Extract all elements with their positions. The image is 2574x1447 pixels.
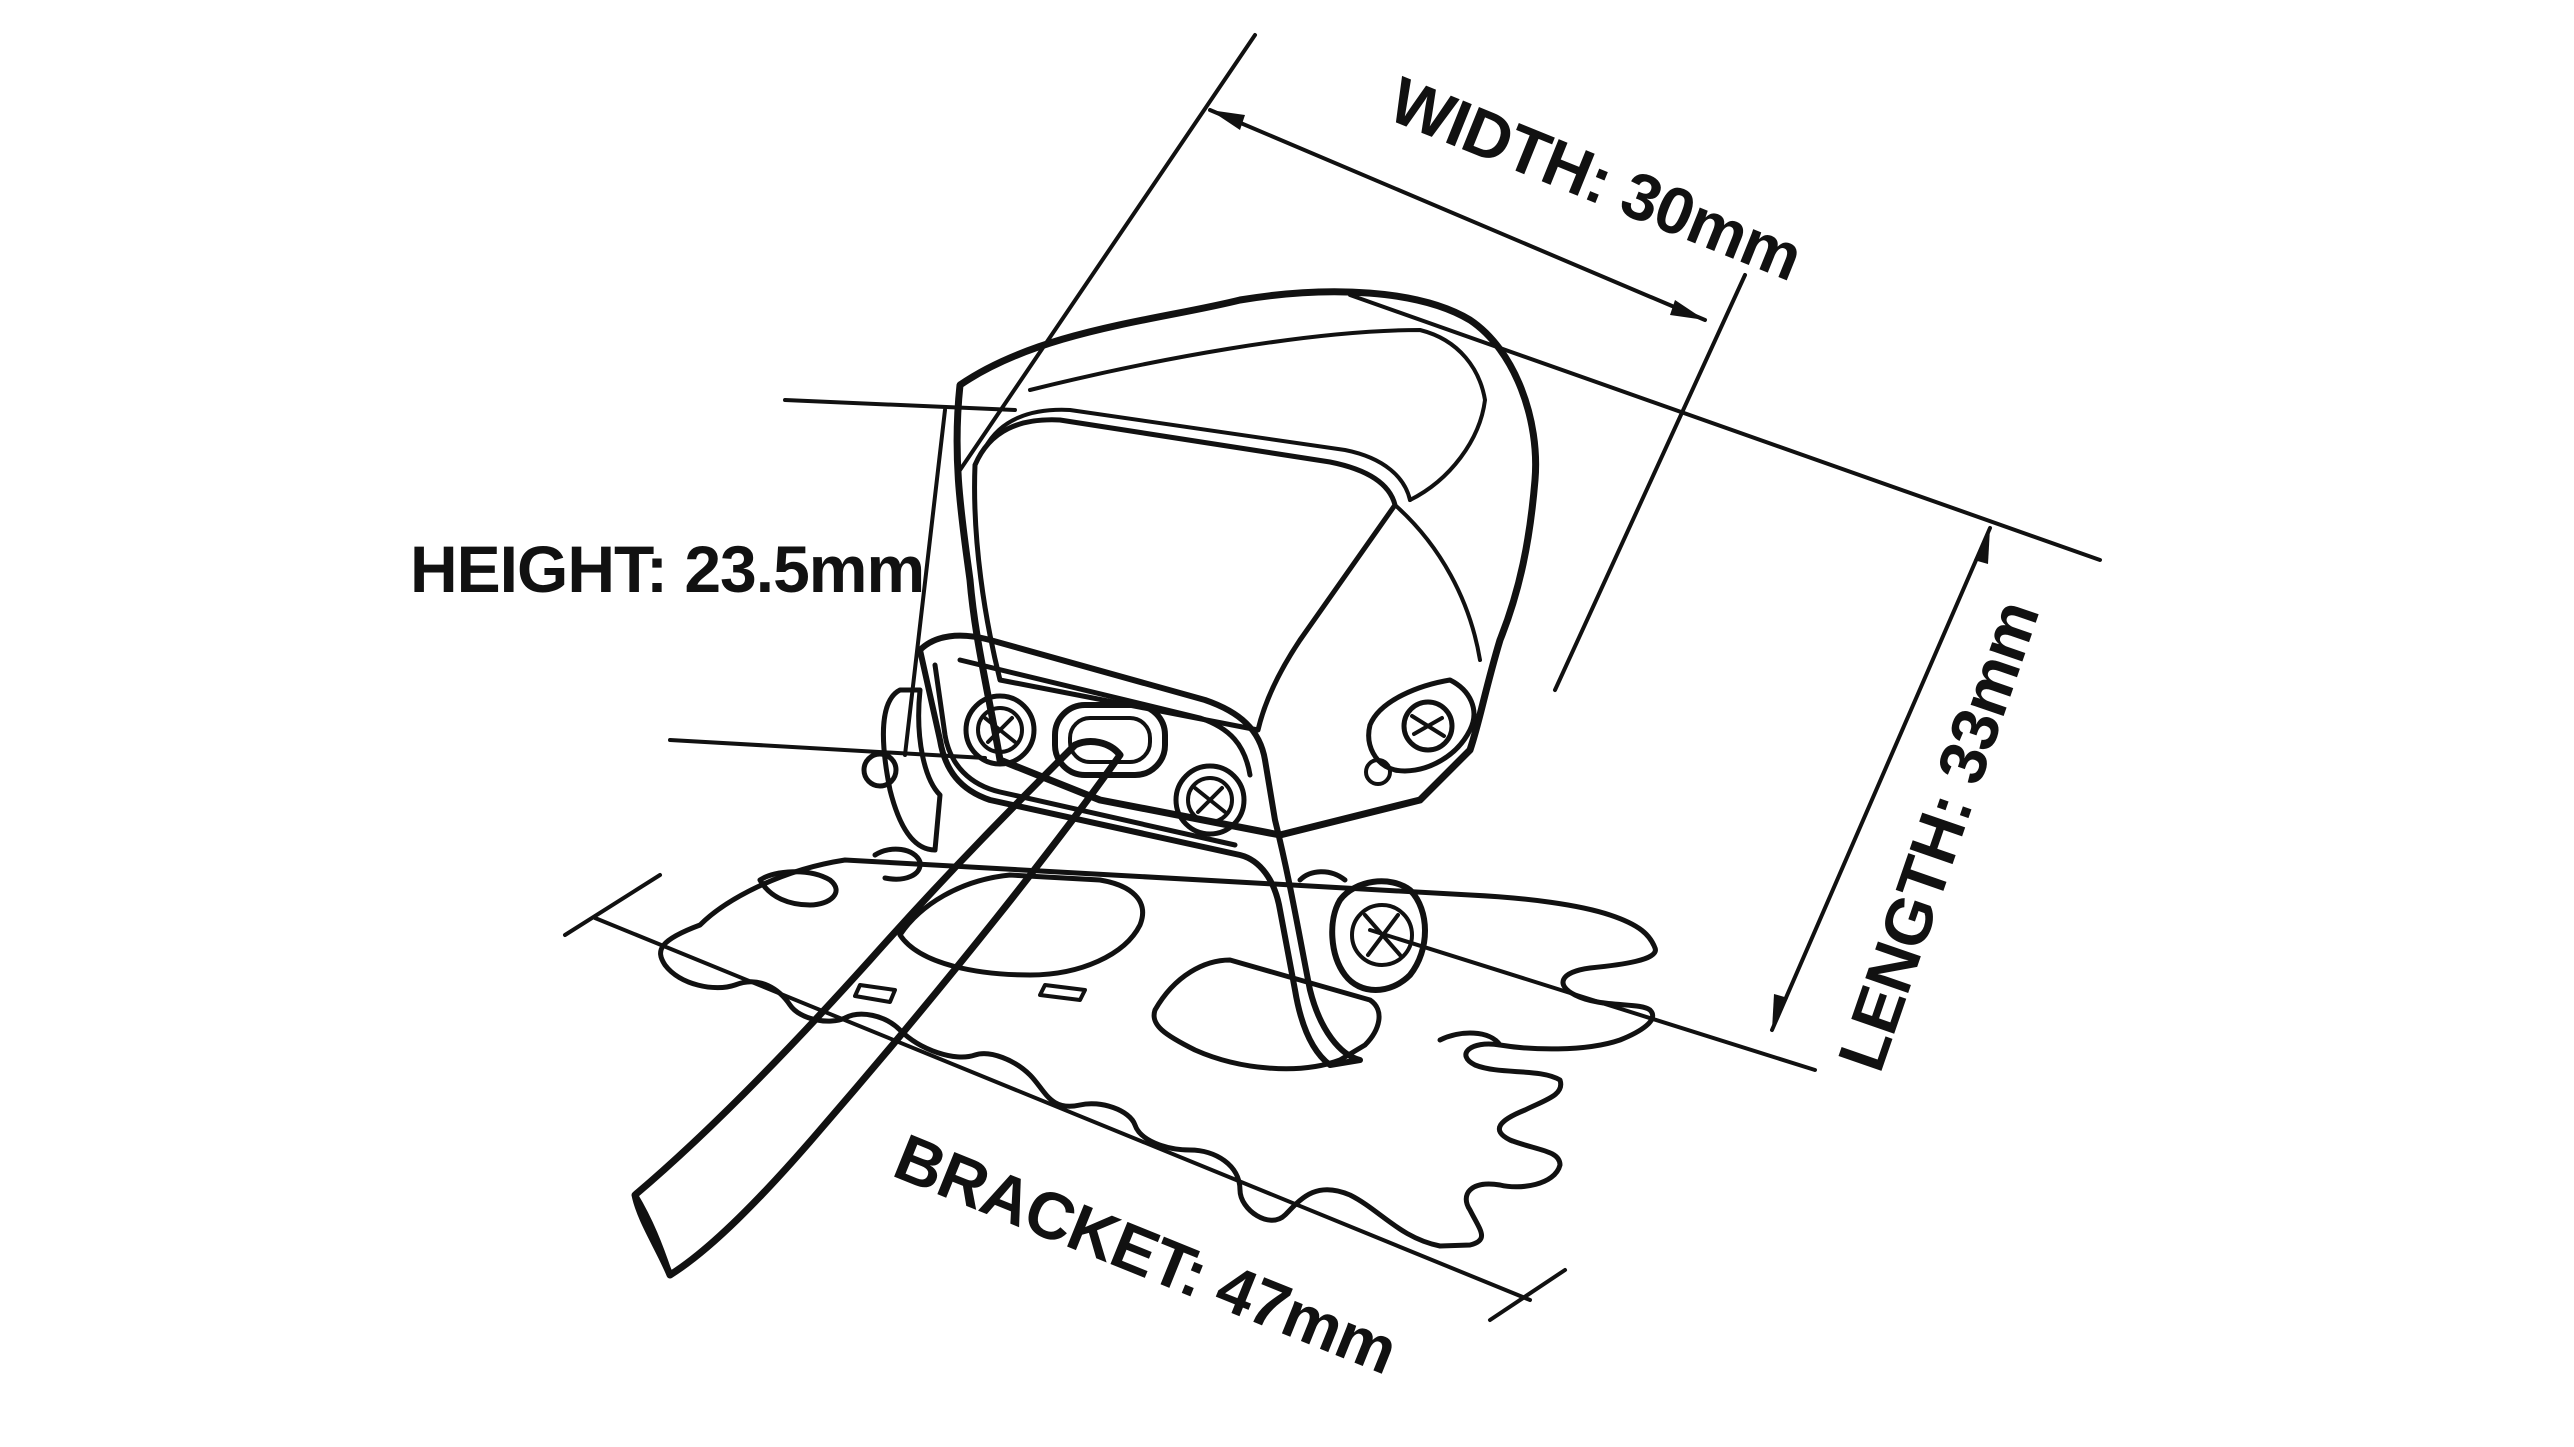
camera-cable xyxy=(631,738,1124,1279)
height-label: HEIGHT: 23.5mm xyxy=(410,532,924,606)
front-mount-plate xyxy=(861,632,1428,1068)
length-dimension xyxy=(1348,293,2102,1072)
bracket-dimension xyxy=(563,873,1567,1322)
mounting-bracket xyxy=(658,846,1658,1249)
camera-body xyxy=(953,288,1540,839)
width-label: WIDTH: 30mm xyxy=(1380,62,1812,294)
bracket-label: BRACKET: 47mm xyxy=(885,1119,1407,1387)
height-dimension xyxy=(668,398,1017,760)
width-dimension xyxy=(958,33,1747,692)
